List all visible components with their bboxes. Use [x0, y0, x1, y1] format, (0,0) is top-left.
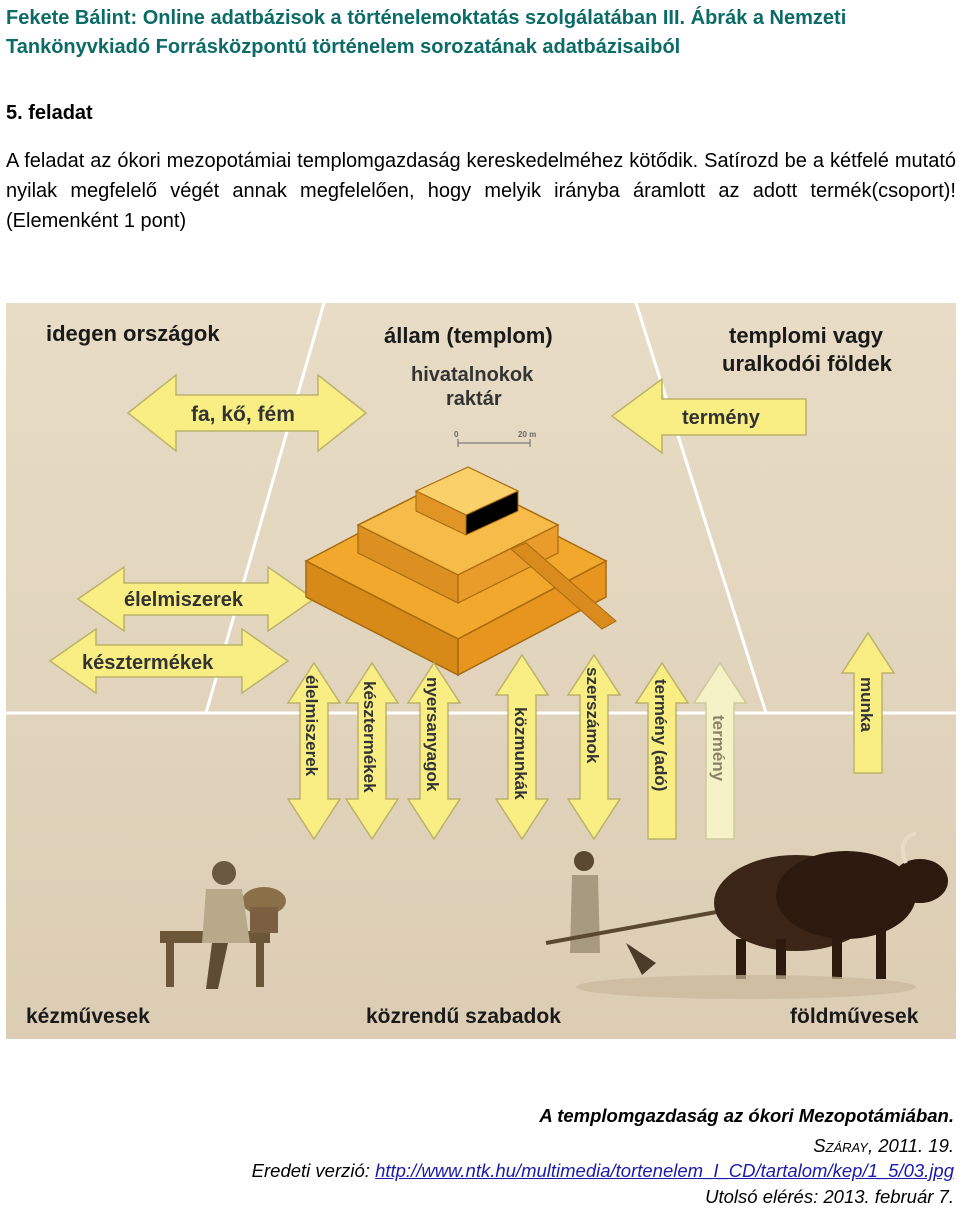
templomgazdasag-diagram: idegen országok állam (templom) hivataln…: [6, 303, 956, 1039]
source-author: Száray: [813, 1135, 868, 1156]
arrow-v-szerszamok[interactable]: [566, 653, 622, 841]
arrow-label-fa-ko-fem: fa, kő, fém: [191, 403, 295, 426]
arrow-label-v-kozmunkak: közmunkák: [511, 707, 530, 800]
figure-caption-source: Száray, 2011. 19.: [813, 1135, 954, 1157]
source-details: , 2011. 19.: [867, 1135, 954, 1156]
arrow-fa-ko-fem[interactable]: [126, 373, 368, 453]
region-label-lands-1: templomi vagy: [729, 323, 884, 348]
arrow-label-keszterm-h: késztermékek: [82, 652, 214, 674]
scale-zero: 0: [454, 430, 459, 439]
region-label-storehouse: raktár: [446, 388, 502, 410]
figure-caption-accessed: Utolsó elérés: 2013. február 7.: [705, 1186, 954, 1207]
arrow-v-keszterm[interactable]: [344, 661, 400, 841]
arrow-label-termeny-top: termény: [682, 407, 761, 429]
vertical-arrows: [286, 631, 896, 841]
arrow-v-munka: [840, 631, 896, 774]
figure-caption-original: Eredeti verzió: http://www.ntk.hu/multim…: [252, 1160, 954, 1182]
arrow-v-nyersanyagok[interactable]: [406, 661, 462, 841]
arrow-label-v-termeny: termény: [709, 715, 728, 782]
arrow-label-v-munka: munka: [857, 677, 876, 732]
region-label-farmers: földművesek: [790, 1005, 919, 1028]
potter-illustration: [160, 861, 286, 989]
region-label-officials: hivatalnokok: [411, 364, 534, 386]
arrow-label-v-nyersanyagok: nyersanyagok: [423, 677, 442, 792]
oxen-illustration: [576, 831, 948, 999]
arrow-v-termeny-ado: [634, 661, 690, 840]
region-label-state: állam (templom): [384, 323, 553, 348]
scale-bar: [457, 439, 531, 447]
ziggurat-illustration: [304, 466, 617, 677]
task-heading: 5. feladat: [6, 102, 93, 124]
farmer-illustration: [545, 851, 767, 975]
arrow-v-elelmiszerek[interactable]: [286, 661, 342, 841]
document-header: Fekete Bálint: Online adatbázisok a tört…: [6, 7, 847, 58]
task-description: A feladat az ókori mezopotámiai templomg…: [6, 150, 956, 232]
arrow-v-termeny: [692, 661, 748, 840]
arrow-label-elelmiszerek-h: élelmiszerek: [124, 589, 244, 611]
region-label-foreign: idegen országok: [46, 321, 220, 346]
arrow-label-v-elelmiszerek: élelmiszerek: [302, 675, 321, 777]
scale-end: 20 m: [518, 430, 536, 439]
original-url-link[interactable]: http://www.ntk.hu/multimedia/tortenelem_…: [375, 1160, 954, 1181]
arrow-label-v-szerszamok: szerszámok: [583, 667, 602, 764]
arrow-termeny-top: [610, 377, 807, 455]
region-label-artisans: kézművesek: [26, 1005, 150, 1028]
arrow-v-kozmunkak[interactable]: [494, 653, 550, 841]
region-label-commoners: közrendű szabadok: [366, 1005, 561, 1028]
original-label: Eredeti verzió:: [251, 1160, 376, 1181]
arrow-label-v-keszterm: késztermékek: [360, 681, 379, 793]
arrow-label-v-termeny-ado: termény (adó): [651, 679, 670, 791]
arrow-keszterm-h[interactable]: [48, 627, 290, 695]
region-label-lands-2: uralkodói földek: [722, 351, 893, 376]
figure-caption-title: A templomgazdaság az ókori Mezopotámiába…: [539, 1105, 954, 1126]
